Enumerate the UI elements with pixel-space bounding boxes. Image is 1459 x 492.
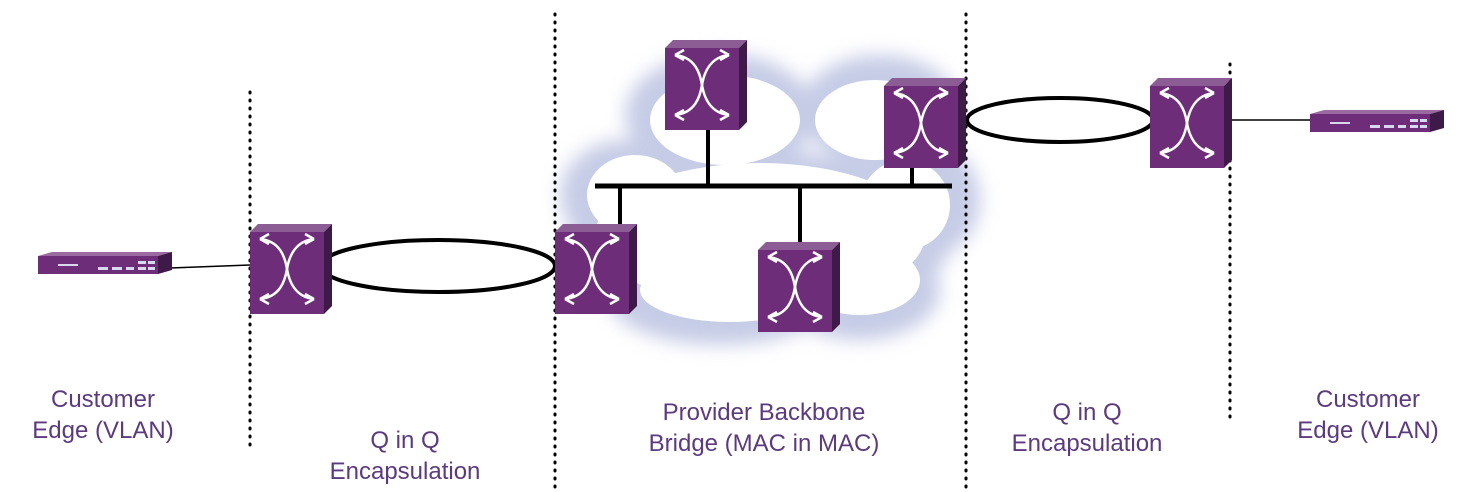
qinq-link-right	[965, 96, 1155, 144]
label-line: Q in Q	[370, 427, 440, 454]
label-line: Edge (VLAN)	[32, 417, 174, 444]
switch-icon	[665, 40, 747, 130]
switch-icon	[1150, 78, 1232, 168]
label-customer-edge-right: Customer Edge (VLAN)	[1297, 384, 1438, 446]
qinq-link-left	[319, 238, 557, 294]
switch-icon	[250, 224, 332, 314]
label-qinq-left: Q in Q Encapsulation	[330, 425, 481, 487]
label-line: Customer	[1315, 386, 1421, 413]
label-line: Customer	[50, 386, 156, 413]
label-line: Q in Q	[1052, 399, 1122, 426]
switch-icon	[884, 78, 966, 168]
label-line: Edge (VLAN)	[1297, 417, 1439, 444]
label-provider-backbone-bridge: Provider Backbone Bridge (MAC in MAC)	[649, 397, 880, 459]
label-line: Provider Backbone	[662, 399, 866, 426]
label-line: Bridge (MAC in MAC)	[648, 430, 880, 457]
edge-link-left	[169, 264, 251, 269]
switch-icon	[758, 242, 840, 332]
label-line: Encapsulation	[1011, 430, 1163, 457]
label-line: Encapsulation	[329, 458, 481, 485]
edge-router-icon	[38, 252, 172, 274]
switch-icon	[555, 224, 637, 314]
label-customer-edge-left: Customer Edge (VLAN)	[32, 384, 173, 446]
label-qinq-right: Q in Q Encapsulation	[1012, 397, 1163, 459]
edge-router-icon	[1310, 110, 1444, 132]
